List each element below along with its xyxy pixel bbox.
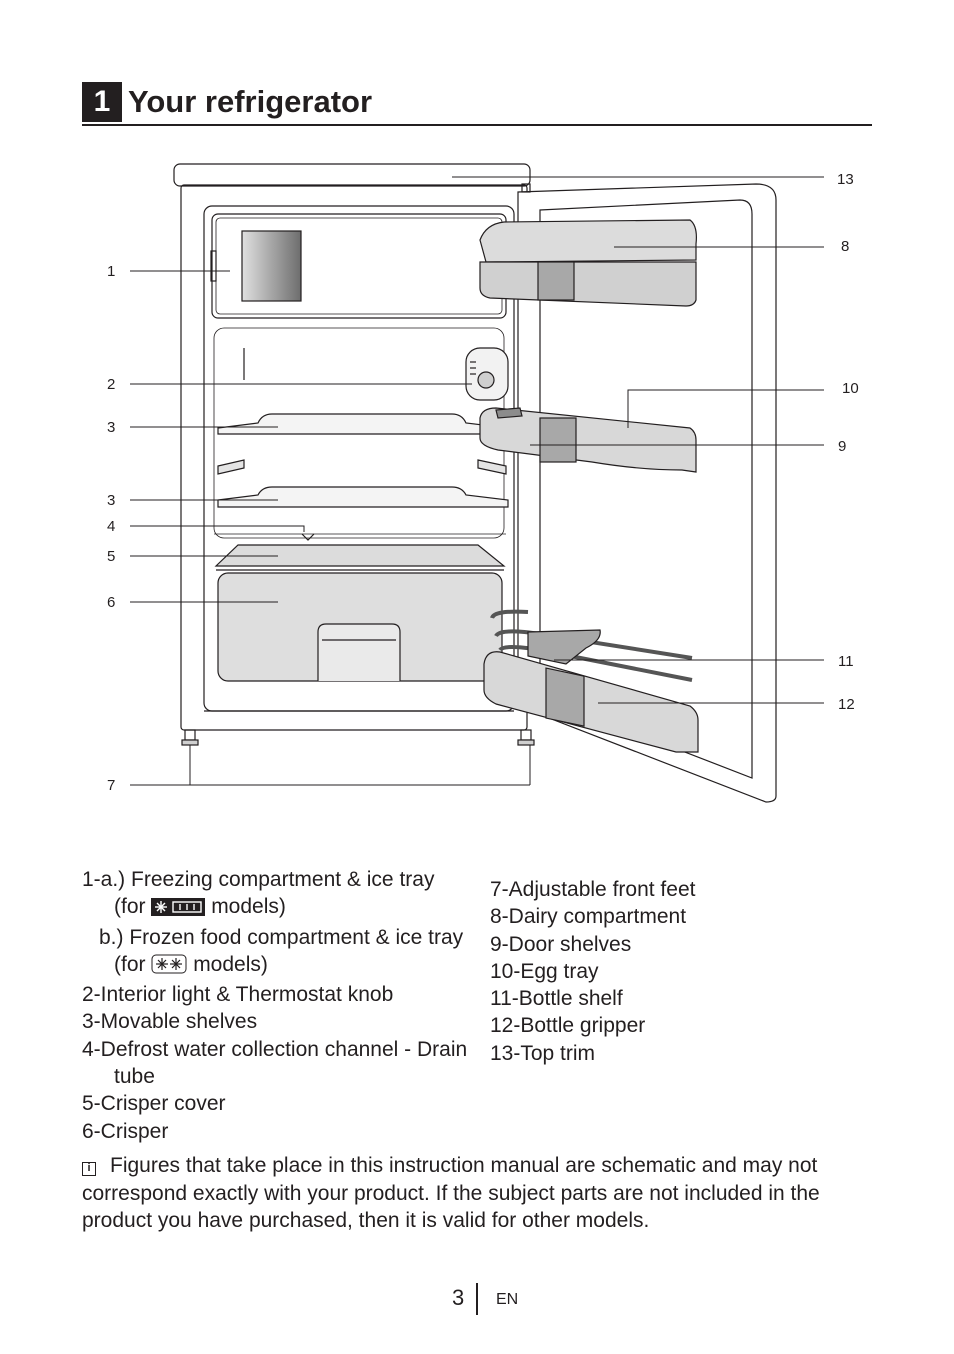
crisper-cover	[214, 544, 506, 567]
door-shelf	[479, 407, 697, 473]
language-code: EN	[496, 1291, 519, 1308]
parts-list-right: 7-Adjustable front feet 8-Dairy compartm…	[490, 876, 870, 1067]
part-5: 5-Crisper cover	[82, 1092, 226, 1116]
note-text: Figures that take place in this instruct…	[82, 1154, 820, 1232]
part-6: 6-Crisper	[82, 1119, 169, 1143]
part-13: 13-Top trim	[490, 1041, 596, 1065]
part-7: 7-Adjustable front feet	[490, 878, 696, 901]
callout-13: 13	[837, 171, 854, 188]
callout-1: 1	[107, 263, 115, 280]
callout-7: 7	[107, 777, 115, 794]
freezer-compartment-panel	[241, 230, 302, 302]
callout-5: 5	[107, 548, 115, 565]
bottom-door-tray	[483, 651, 699, 753]
part-2: 2-Interior light & Thermostat knob	[82, 983, 394, 1007]
top-trim-panel	[173, 163, 531, 187]
refrigerator-diagram: 1 2 3 3 4 5 6 7 8 9 10 11 12 13	[107, 163, 859, 803]
part-4: 4-Defrost water collection channel - Dra…	[82, 1037, 468, 1061]
front-foot-right	[520, 729, 532, 741]
callout-2: 2	[107, 376, 115, 393]
lower-shelf	[217, 486, 509, 508]
callout-3a: 3	[107, 419, 115, 436]
freezer-star-symbol-icon	[151, 896, 206, 923]
page-number: 3	[452, 1285, 465, 1310]
upper-shelf	[217, 413, 509, 435]
callout-9: 9	[838, 438, 846, 455]
part-12: 12-Bottle gripper	[490, 1014, 646, 1038]
drain-channel	[301, 533, 315, 541]
part-9: 9-Door shelves	[490, 932, 632, 956]
part-1b-models: (for models)	[82, 951, 482, 981]
front-foot-left	[184, 729, 196, 741]
part-4-continued: tube	[114, 1065, 155, 1089]
callout-4: 4	[107, 518, 115, 535]
parts-list-left: 1-a.) Freezing compartment & ice tray (f…	[82, 866, 482, 1145]
callout-6: 6	[107, 594, 115, 611]
two-star-symbol-icon	[151, 954, 187, 981]
part-11: 11-Bottle shelf	[490, 987, 623, 1011]
section-title: Your refrigerator	[128, 84, 373, 119]
bottle-gripper	[527, 629, 601, 665]
callout-10: 10	[842, 380, 859, 397]
part-10: 10-Egg tray	[490, 959, 599, 983]
part-3: 3-Movable shelves	[82, 1010, 258, 1034]
footer-divider	[476, 1283, 478, 1315]
part-1b: b.) Frozen food compartment & ice tray	[99, 925, 464, 949]
freezer-latch	[210, 250, 217, 282]
part-1a: 1-a.) Freezing compartment & ice tray	[82, 868, 435, 891]
callout-11: 11	[838, 653, 854, 670]
thermostat-knob	[477, 371, 495, 389]
info-icon: i	[82, 1162, 96, 1176]
dairy-compartment	[479, 219, 697, 263]
section-number: 1	[82, 82, 122, 122]
callout-3b: 3	[107, 492, 115, 509]
door-inner-panel	[539, 199, 753, 779]
section-header: 1 Your refrigerator	[82, 82, 872, 126]
part-1a-models: (for models)	[82, 893, 482, 923]
bottle-shelf-rail	[490, 609, 529, 619]
part-8: 8-Dairy compartment	[490, 905, 687, 929]
callout-12: 12	[838, 696, 855, 713]
callout-8: 8	[841, 238, 849, 255]
